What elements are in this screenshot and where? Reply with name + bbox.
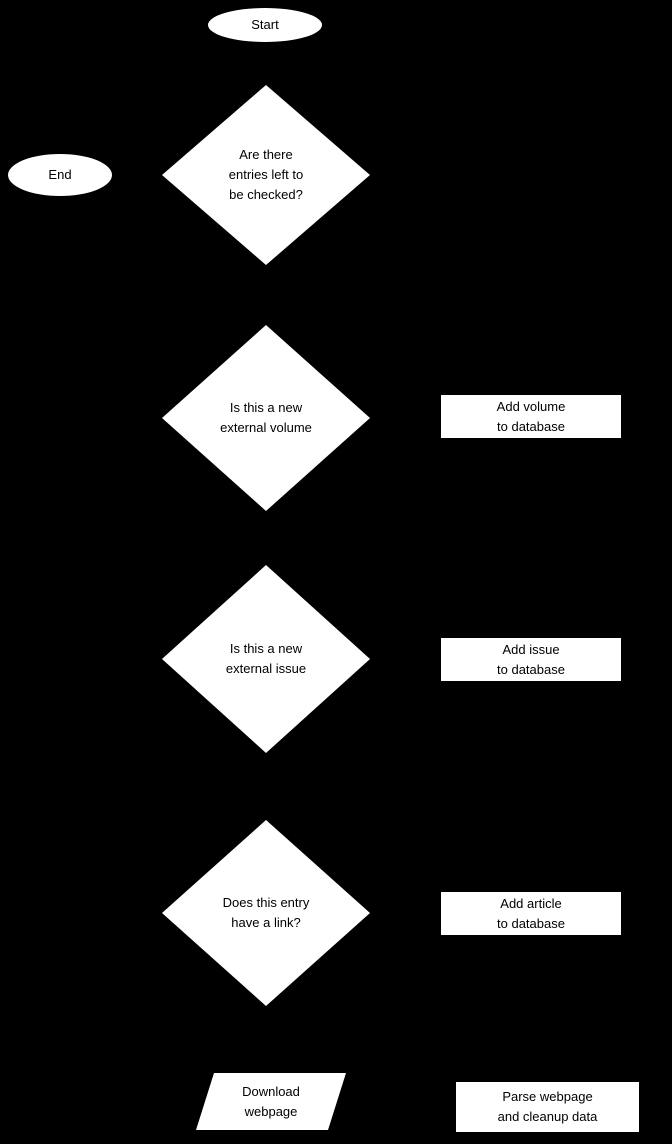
process-parse-webpage-node: Parse webpage and cleanup data <box>455 1081 640 1133</box>
node-label-line: Is this a new <box>229 641 303 656</box>
end-terminator-node: End <box>7 153 113 197</box>
node-label-line: Add article <box>500 895 562 911</box>
node-label-line: Does this entry <box>222 895 310 910</box>
node-label-line: have a link? <box>231 915 301 930</box>
node-label-line: Is this a new <box>229 400 303 415</box>
node-label-line: external issue <box>225 661 307 676</box>
node-label-line: and cleanup data <box>497 1109 598 1124</box>
io-download-webpage-node: Download webpage <box>196 1073 346 1130</box>
node-label-line: Add issue <box>502 641 560 657</box>
process-add-article-node: Add article to database <box>440 891 622 936</box>
process-add-issue-node: Add issue to database <box>440 637 622 682</box>
decision-entry-has-link-node: Does this entry have a link? <box>162 820 370 1006</box>
node-label-line: Parse webpage <box>502 1089 593 1104</box>
node-label-line: external volume <box>220 420 312 435</box>
process-add-volume-node: Add volume to database <box>440 394 622 439</box>
node-label-line: to database <box>497 661 565 677</box>
node-label-line: be checked? <box>229 187 303 202</box>
node-label-line: Add volume <box>496 398 566 414</box>
node-label: Start <box>251 17 279 32</box>
node-label-line: entries left to <box>228 167 304 182</box>
node-label-line: Download <box>242 1083 300 1099</box>
decision-entries-left-node: Are there entries left to be checked? <box>162 85 370 265</box>
start-terminator-node: Start <box>207 7 323 43</box>
node-label: End <box>48 167 72 182</box>
node-label-line: to database <box>497 418 565 434</box>
decision-new-external-volume-node: Is this a new external volume <box>162 325 370 511</box>
node-label-line: to database <box>497 915 565 931</box>
node-label-line: webpage <box>244 1103 298 1119</box>
node-label-line: Are there <box>239 147 293 162</box>
decision-new-external-issue-node: Is this a new external issue <box>162 565 370 753</box>
